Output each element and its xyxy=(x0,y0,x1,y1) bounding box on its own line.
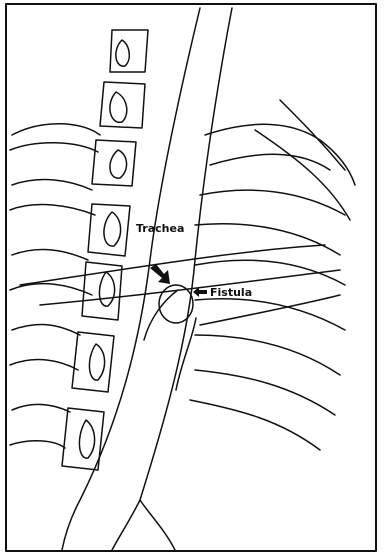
figure-frame xyxy=(6,4,376,551)
ribs-right xyxy=(190,100,355,450)
vertebrae xyxy=(62,30,148,470)
trachea-label: Trachea xyxy=(136,222,184,235)
ribs-left xyxy=(10,124,100,448)
fistula-label: Fistula xyxy=(210,286,252,299)
arrow-icon xyxy=(150,264,170,284)
esophagus-outline xyxy=(144,290,196,390)
